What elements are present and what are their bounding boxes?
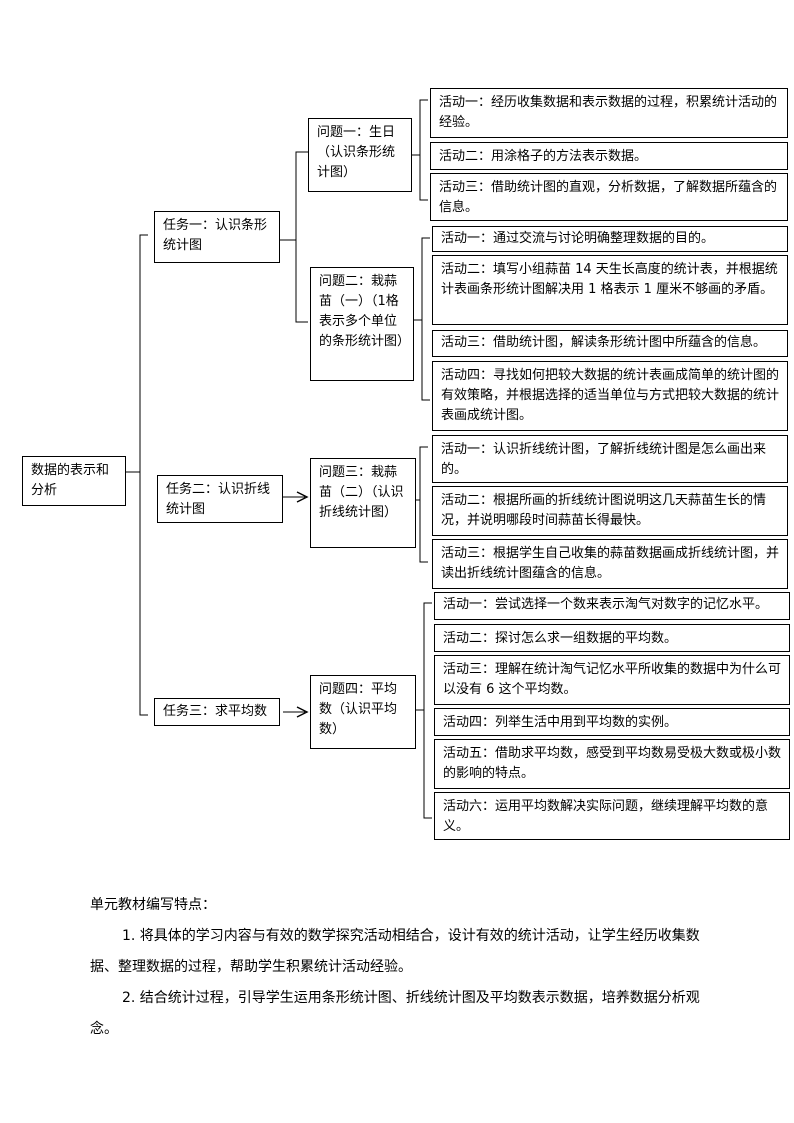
activity-4-1: 活动一：尝试选择一个数来表示淘气对数字的记忆水平。	[434, 592, 790, 620]
arrowhead-task3	[296, 706, 309, 718]
activity-3-1: 活动一：认识折线统计图，了解折线统计图是怎么画出来的。	[432, 435, 788, 483]
activity-1-3: 活动三：借助统计图的直观，分析数据，了解数据所蕴含的信息。	[430, 173, 788, 221]
activity-1-2: 活动二：用涂格子的方法表示数据。	[430, 142, 788, 170]
problem-2: 问题二：栽蒜苗（一）（1格表示多个单位的条形统计图）	[310, 267, 414, 381]
notes-title: 单元教材编写特点：	[90, 897, 216, 913]
notes-point-1: 1. 将具体的学习内容与有效的数学探究活动相结合，设计有效的统计活动，让学生经历…	[90, 928, 700, 975]
activity-2-3: 活动三：借助统计图，解读条形统计图中所蕴含的信息。	[432, 330, 788, 357]
activity-2-2: 活动二：填写小组蒜苗 14 天生长高度的统计表，并根据统计表画条形统计图解决用 …	[432, 255, 788, 325]
problem3-brace	[416, 446, 428, 563]
root-node: 数据的表示和分析	[22, 456, 126, 506]
task-2: 任务二：认识折线统计图	[157, 475, 283, 523]
notes-point-2: 2. 结合统计过程，引导学生运用条形统计图、折线统计图及平均数表示数据，培养数据…	[90, 990, 700, 1037]
activity-4-5: 活动五：借助求平均数，感受到平均数易受极大数或极小数的影响的特点。	[434, 739, 790, 789]
task-1: 任务一：认识条形统计图	[154, 211, 280, 263]
problem4-brace	[416, 602, 432, 819]
activity-4-2: 活动二：探讨怎么求一组数据的平均数。	[434, 624, 790, 652]
task-3: 任务三：求平均数	[154, 698, 280, 726]
activity-3-3: 活动三：根据学生自己收集的蒜苗数据画成折线统计图，并读出折线统计图蕴含的信息。	[432, 539, 788, 589]
problem2-brace	[414, 237, 430, 401]
activity-1-1: 活动一：经历收集数据和表示数据的过程，积累统计活动的经验。	[430, 88, 788, 138]
arrowhead-task2	[296, 491, 309, 503]
problem1-brace	[412, 99, 428, 201]
root-brace	[126, 234, 148, 716]
problem-3: 问题三：栽蒜苗（二）（认识折线统计图）	[310, 458, 416, 548]
problem-4: 问题四：平均数（认识平均数）	[310, 675, 416, 749]
activity-4-4: 活动四：列举生活中用到平均数的实例。	[434, 708, 790, 736]
activity-4-3: 活动三：理解在统计淘气记忆水平所收集的数据中为什么可以没有 6 这个平均数。	[434, 655, 790, 705]
activity-2-4: 活动四：寻找如何把较大数据的统计表画成简单的统计图的有效策略，并根据选择的适当单…	[432, 361, 788, 431]
activity-4-6: 活动六：运用平均数解决实际问题，继续理解平均数的意义。	[434, 792, 790, 840]
notes-section: 单元教材编写特点： 1. 将具体的学习内容与有效的数学探究活动相结合，设计有效的…	[90, 890, 710, 1045]
task1-brace	[280, 151, 308, 323]
activity-3-2: 活动二：根据所画的折线统计图说明这几天蒜苗生长的情况，并说明哪段时间蒜苗长得最快…	[432, 486, 788, 536]
problem-1: 问题一：生日（认识条形统计图）	[308, 118, 412, 192]
activity-2-1: 活动一：通过交流与讨论明确整理数据的目的。	[432, 226, 788, 252]
